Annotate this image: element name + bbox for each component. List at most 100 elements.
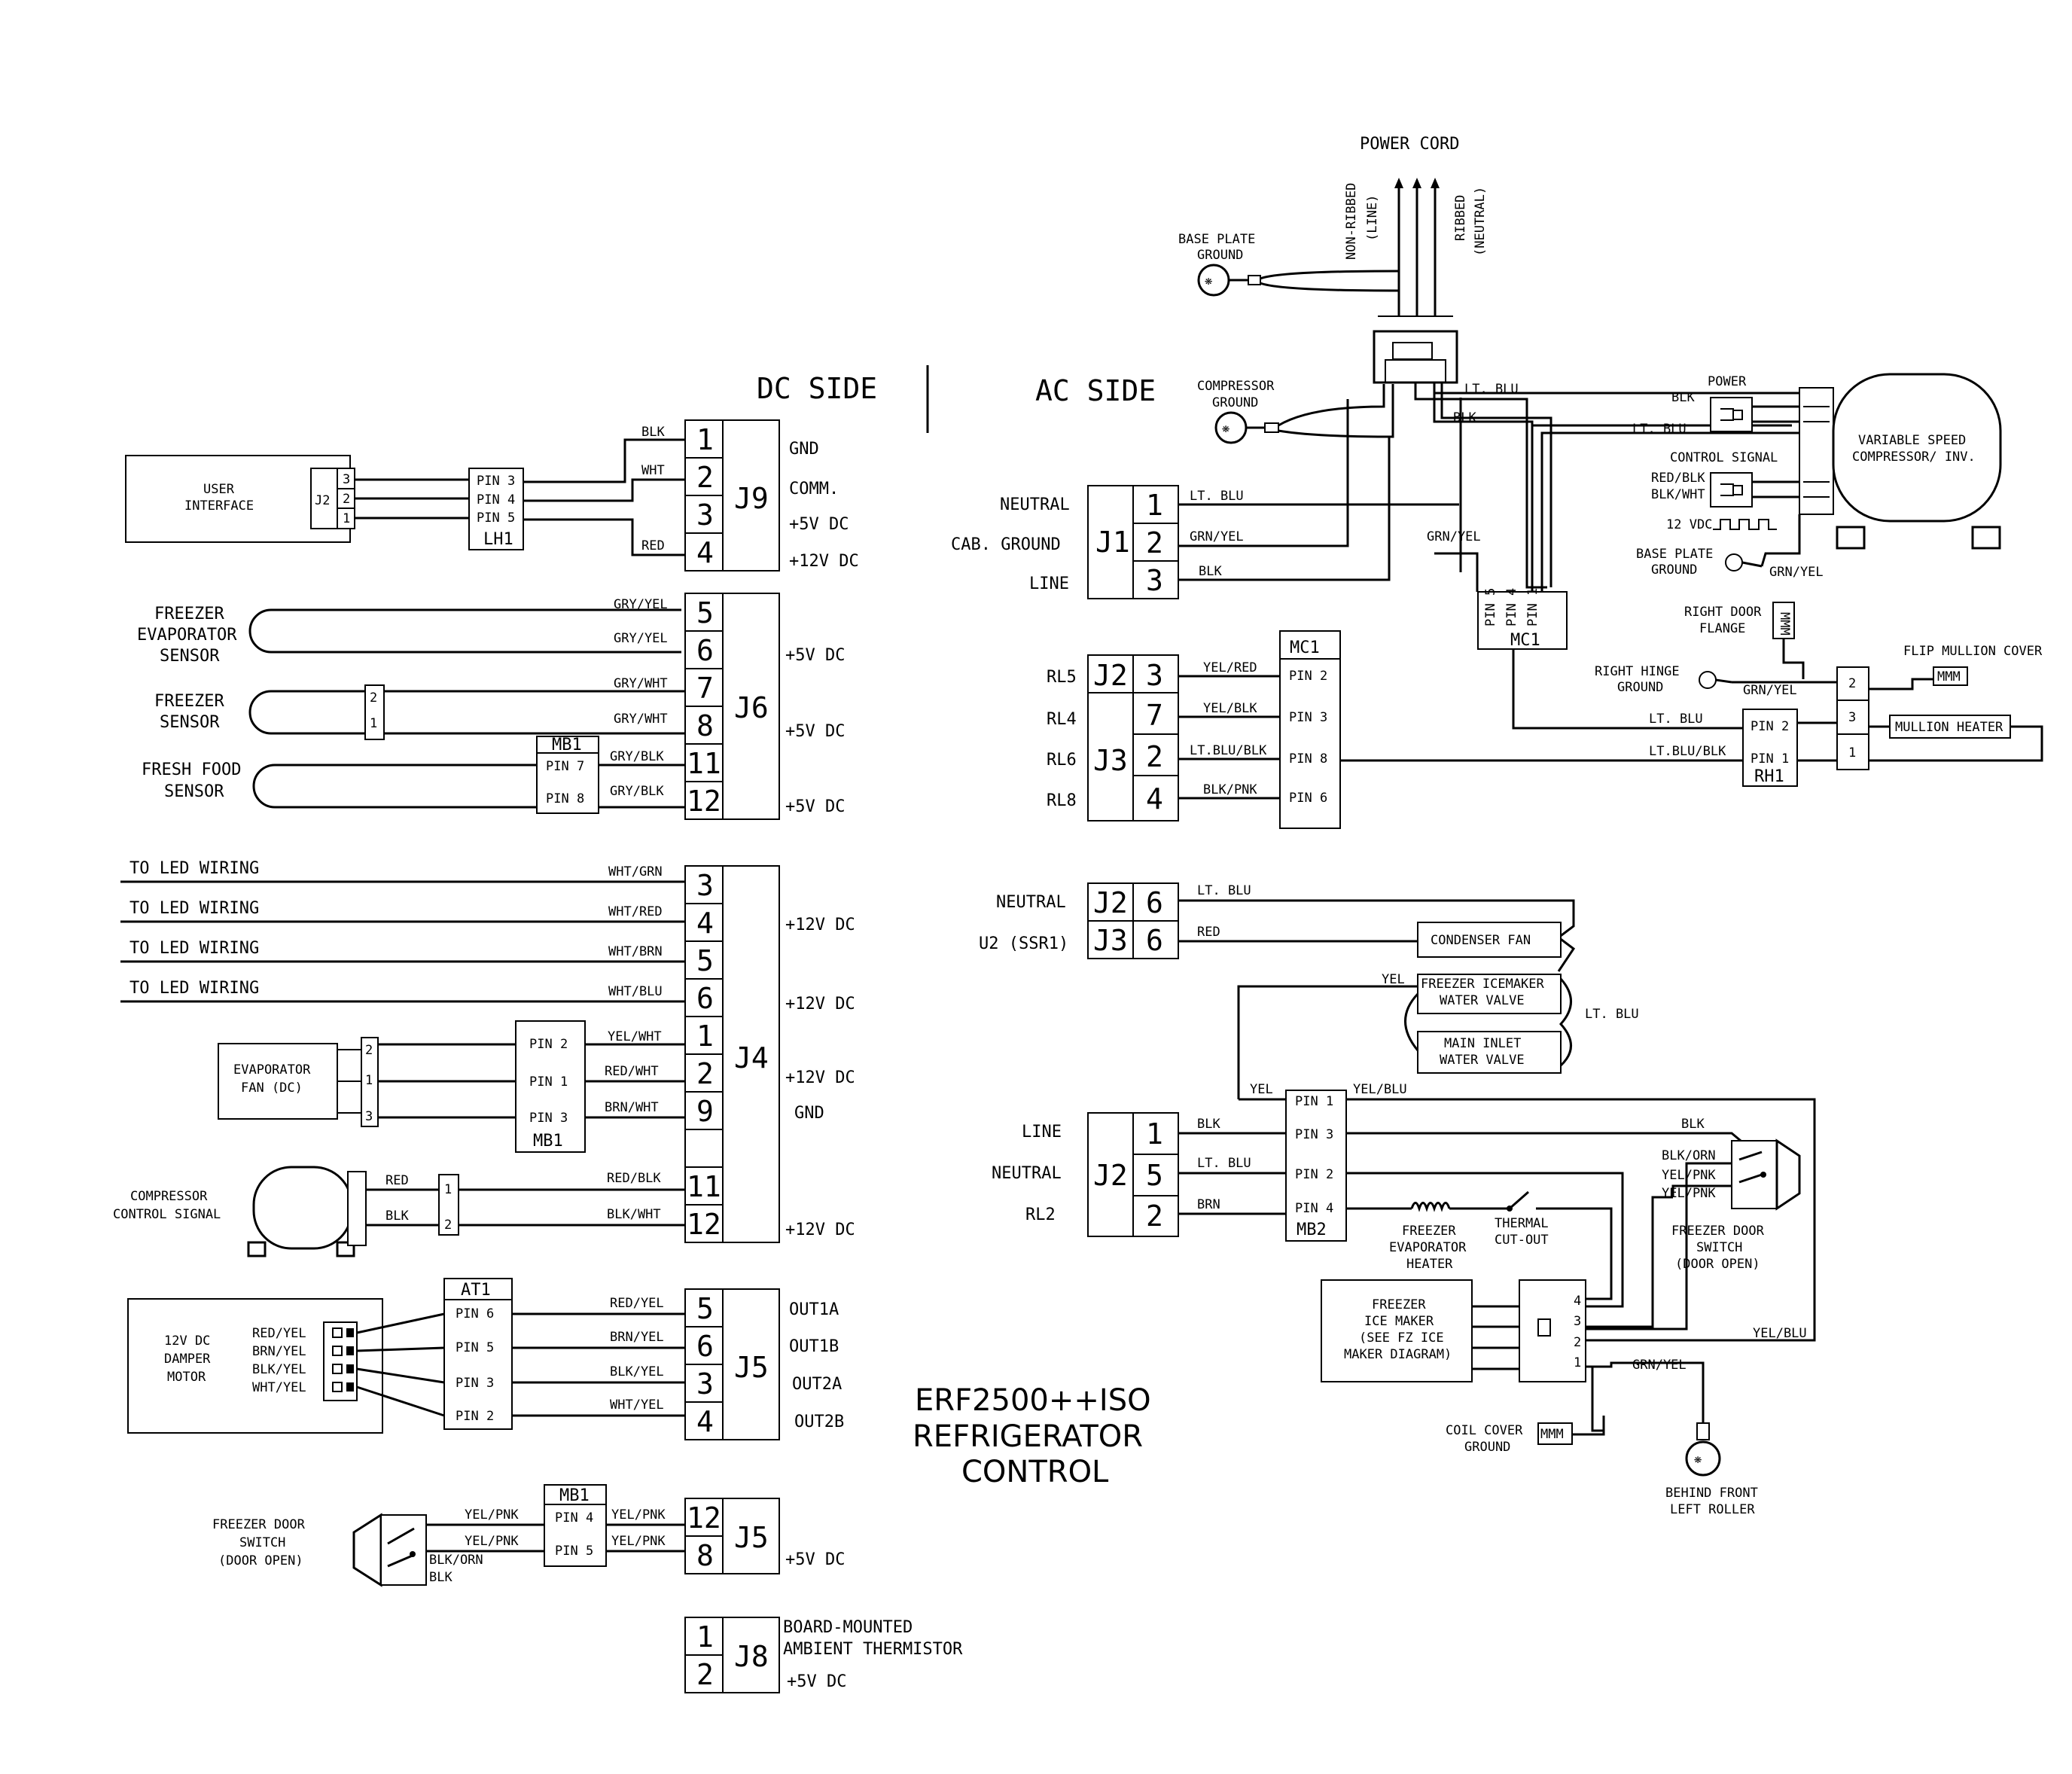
svg-text:4: 4 bbox=[1574, 1294, 1581, 1309]
lh1-connector: PIN 3 PIN 4 PIN 5 LH1 bbox=[468, 468, 524, 550]
svg-text:BOARD-MOUNTED: BOARD-MOUNTED bbox=[783, 1618, 913, 1637]
title-control: CONTROL bbox=[961, 1455, 1109, 1489]
svg-text:GROUND: GROUND bbox=[1617, 680, 1663, 695]
svg-text:1: 1 bbox=[1574, 1355, 1581, 1370]
svg-text:LT. BLU: LT. BLU bbox=[1649, 712, 1703, 727]
svg-text:3: 3 bbox=[696, 498, 714, 532]
svg-text:RL6: RL6 bbox=[1047, 751, 1077, 770]
svg-text:OUT2B: OUT2B bbox=[794, 1413, 844, 1431]
svg-text:SENSOR: SENSOR bbox=[160, 647, 220, 666]
svg-text:6: 6 bbox=[696, 1330, 714, 1363]
svg-text:YEL: YEL bbox=[1250, 1082, 1273, 1097]
j2-ui-label: J2 bbox=[315, 493, 330, 508]
svg-text:2: 2 bbox=[1146, 740, 1163, 773]
svg-text:12 VDC: 12 VDC bbox=[1666, 517, 1712, 532]
svg-text:+12V DC: +12V DC bbox=[785, 995, 855, 1013]
svg-text:PIN 3: PIN 3 bbox=[529, 1111, 568, 1126]
svg-text:(SEE FZ ICE: (SEE FZ ICE bbox=[1359, 1330, 1444, 1346]
svg-text:RIBBED: RIBBED bbox=[1453, 195, 1468, 241]
svg-text:LT.BLU/BLK: LT.BLU/BLK bbox=[1649, 744, 1726, 759]
svg-text:FRESH FOOD: FRESH FOOD bbox=[142, 761, 241, 779]
svg-text:PIN 2: PIN 2 bbox=[1295, 1167, 1333, 1182]
svg-text:FLANGE: FLANGE bbox=[1699, 621, 1745, 636]
svg-text:FREEZER: FREEZER bbox=[154, 692, 224, 711]
svg-text:PIN 5: PIN 5 bbox=[555, 1544, 593, 1559]
svg-text:MOTOR: MOTOR bbox=[167, 1370, 206, 1385]
svg-text:POWER: POWER bbox=[1708, 374, 1747, 389]
svg-text:12: 12 bbox=[687, 1501, 721, 1535]
svg-text:WHT/BLU: WHT/BLU bbox=[608, 984, 663, 999]
freezer-door-switch-dc: FREEZER DOOR SWITCH (DOOR OPEN) BLK/ORN … bbox=[212, 1513, 483, 1587]
svg-text:EVAPORATOR: EVAPORATOR bbox=[1389, 1240, 1467, 1255]
svg-text:RED/BLK: RED/BLK bbox=[607, 1171, 661, 1186]
svg-text:LEFT ROLLER: LEFT ROLLER bbox=[1670, 1502, 1755, 1517]
power-cord: POWER CORD NON-RIBBED (LINE) RIBBED (NEU… bbox=[1178, 135, 1488, 384]
freezer-icemaker-valve: FREEZER ICEMAKER bbox=[1421, 977, 1545, 992]
svg-text:CUT-OUT: CUT-OUT bbox=[1495, 1233, 1549, 1248]
svg-text:BRN: BRN bbox=[1197, 1197, 1220, 1212]
svg-text:ICE MAKER: ICE MAKER bbox=[1364, 1314, 1434, 1329]
svg-text:BLK: BLK bbox=[1199, 564, 1222, 579]
mb1-fan-connector: PIN 2 PIN 1 PIN 3 MB1 bbox=[515, 1020, 586, 1153]
svg-text:3: 3 bbox=[696, 869, 714, 902]
svg-text:PIN 3: PIN 3 bbox=[1295, 1127, 1333, 1142]
svg-text:YEL/PNK: YEL/PNK bbox=[465, 1507, 519, 1523]
svg-text:PIN 5: PIN 5 bbox=[477, 511, 515, 526]
svg-text:GROUND: GROUND bbox=[1212, 395, 1258, 410]
svg-text:COIL COVER: COIL COVER bbox=[1446, 1423, 1523, 1438]
svg-text:5: 5 bbox=[696, 1292, 714, 1325]
svg-text:PIN 2: PIN 2 bbox=[1751, 719, 1789, 734]
svg-text:7: 7 bbox=[696, 672, 714, 705]
variable-speed-compressor: VARIABLE SPEED COMPRESSOR/ INV. bbox=[1799, 373, 2002, 550]
svg-text:6: 6 bbox=[696, 634, 714, 667]
svg-text:RL8: RL8 bbox=[1047, 791, 1077, 810]
svg-text:BLK: BLK bbox=[1681, 1117, 1705, 1132]
freezer-door-switch-ac: BLK/ORN YEL/PNK YEL/PNK FREEZER DOOR SWI… bbox=[1585, 1138, 1801, 1330]
mullion-heater: MULLION HEATER bbox=[1895, 720, 2003, 735]
svg-text:4: 4 bbox=[1146, 782, 1163, 815]
svg-text:4: 4 bbox=[696, 907, 714, 940]
j8-connector: 1 2 J8 bbox=[684, 1617, 780, 1693]
svg-text:MC1: MC1 bbox=[1290, 639, 1320, 657]
main-inlet-valve: MAIN INLET bbox=[1444, 1036, 1521, 1051]
svg-text:FLIP MULLION COVER: FLIP MULLION COVER bbox=[1903, 644, 2043, 659]
j8-label: J8 bbox=[734, 1640, 769, 1673]
svg-text:2: 2 bbox=[696, 1658, 714, 1691]
j1-connector: J1 1 2 3 bbox=[1087, 485, 1179, 599]
svg-text:4: 4 bbox=[696, 1405, 714, 1438]
svg-text:AT1: AT1 bbox=[461, 1281, 491, 1300]
svg-text:MAKER DIAGRAM): MAKER DIAGRAM) bbox=[1344, 1347, 1452, 1362]
svg-text:LINE: LINE bbox=[1022, 1123, 1062, 1142]
svg-text:1: 1 bbox=[1146, 1117, 1163, 1151]
svg-text:12V DC: 12V DC bbox=[164, 1334, 210, 1349]
svg-text:J2: J2 bbox=[1093, 886, 1128, 919]
svg-text:1: 1 bbox=[370, 716, 377, 731]
svg-text:2: 2 bbox=[1146, 1199, 1163, 1233]
j1-label: J1 bbox=[1095, 526, 1130, 559]
svg-text:+12V DC: +12V DC bbox=[785, 1221, 855, 1239]
svg-text:PIN 7: PIN 7 bbox=[546, 759, 584, 774]
svg-text:(DOOR OPEN): (DOOR OPEN) bbox=[1675, 1257, 1760, 1272]
svg-text:1: 1 bbox=[1146, 489, 1163, 522]
mc1-connector: PIN 5 PIN 4 PIN 1 MC1 bbox=[1477, 588, 1568, 650]
svg-text:1: 1 bbox=[696, 1020, 714, 1053]
svg-text:2: 2 bbox=[343, 492, 350, 507]
svg-text:RL4: RL4 bbox=[1047, 710, 1077, 729]
svg-text:DAMPER: DAMPER bbox=[164, 1352, 211, 1367]
j9-label: J9 bbox=[734, 482, 769, 515]
svg-text:3: 3 bbox=[1146, 659, 1163, 692]
svg-text:CONTROL SIGNAL: CONTROL SIGNAL bbox=[1670, 450, 1778, 465]
svg-text:RH1: RH1 bbox=[1754, 767, 1784, 786]
svg-text:GRY/BLK: GRY/BLK bbox=[610, 749, 664, 764]
svg-text:+5V DC: +5V DC bbox=[785, 1550, 845, 1569]
svg-text:WHT/YEL: WHT/YEL bbox=[610, 1398, 664, 1413]
svg-text:+5V DC: +5V DC bbox=[785, 797, 845, 816]
svg-text:LT. BLU: LT. BLU bbox=[1197, 1156, 1251, 1171]
j5-door-connector: 12 8 J5 bbox=[684, 1498, 780, 1574]
svg-text:PIN 5: PIN 5 bbox=[1483, 588, 1498, 626]
svg-text:BLK: BLK bbox=[1671, 390, 1695, 405]
svg-text:RED/YEL: RED/YEL bbox=[610, 1296, 664, 1311]
rh1-connector: PIN 2 PIN 1 RH1 bbox=[1742, 709, 1798, 787]
j6-connector: 5 6 7 8 11 12 J6 bbox=[684, 593, 780, 820]
